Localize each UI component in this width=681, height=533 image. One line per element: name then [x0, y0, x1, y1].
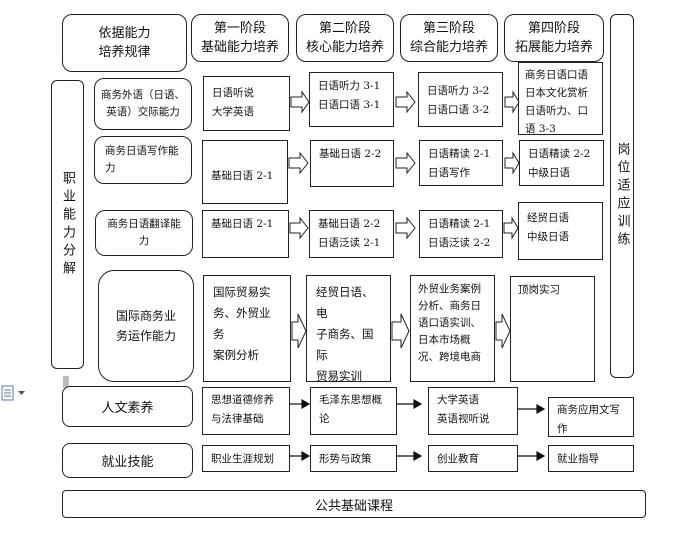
employment-label: 就业技能 [62, 443, 193, 478]
header-stage1-line1: 第一阶段 [213, 21, 266, 36]
course-box: 职业生涯规划 [202, 445, 290, 472]
course-box: 毛泽东思想概 论 [310, 387, 397, 435]
course-box: 基础日语 2-1 [202, 140, 288, 204]
header-stage2-line1: 第二阶段 [318, 21, 371, 36]
chevron-down-icon [18, 390, 25, 395]
header-stage4-line2: 拓展能力培养 [514, 40, 593, 55]
course-box: 国际贸易实 务、外贸业务 案例分析 [203, 275, 291, 382]
course-box: 基础日语 2-2 [310, 140, 394, 187]
course-box: 商务应用文写 作 [548, 397, 634, 437]
header-stage1: 第一阶段 基础能力培养 [191, 14, 289, 62]
course-box: 创业教育 [428, 445, 518, 472]
ability-name: 商务日语翻译能 力 [95, 210, 193, 256]
course-box: 日语精读 2-1 日语泛读 2-2 [419, 210, 503, 258]
course-box: 顶岗实习 [510, 276, 595, 382]
hollow-arrow-icon [289, 216, 309, 240]
hollow-arrow-icon [395, 216, 416, 240]
hollow-arrow-icon [288, 151, 309, 175]
selection-marker [63, 376, 69, 388]
course-box: 基础日语 2-2 日语泛读 2-1 [309, 210, 394, 258]
arrow-head-icon [536, 403, 546, 415]
header-stage3-line1: 第三阶段 [422, 21, 475, 36]
course-box: 日语听力 3-1 日语口语 3-1 [309, 72, 394, 127]
hollow-arrow-icon [504, 151, 520, 175]
course-box: 经贸日语 中级日语 [518, 202, 603, 260]
hollow-arrow-icon [290, 90, 310, 114]
course-box: 思想道德修养 与法律基础 [202, 387, 290, 435]
header-stage2-line2: 核心能力培养 [305, 40, 384, 55]
header-stage4-line1: 第四阶段 [527, 21, 580, 36]
course-box: 基础日语 2-1 [202, 210, 289, 258]
header-stage1-line2: 基础能力培养 [200, 40, 279, 55]
course-box: 大学英语 英语视听说 [428, 387, 518, 435]
public-courses-bar: 公共基础课程 [62, 490, 646, 518]
header-stage3: 第三阶段 综合能力培养 [400, 14, 498, 62]
header-stage4: 第四阶段 拓展能力培养 [504, 14, 604, 62]
job-adaptation-training: 岗位适应训练 [610, 14, 634, 378]
course-box: 日语精读 2-1 日语写作 [419, 140, 503, 186]
job-adaptation-label: 岗位适应训练 [614, 142, 630, 250]
occupational-ability-label: 职业能力分解 [60, 170, 75, 279]
hollow-arrow-icon [395, 90, 416, 114]
course-box: 就业指导 [548, 445, 634, 472]
ability-name: 商务日语写作能 力 [94, 136, 192, 184]
hollow-arrow-icon [391, 313, 410, 349]
course-box: 商务日语口语 日本文化赏析 日语听力、口 语 3-3 [518, 62, 603, 135]
document-icon [1, 385, 14, 401]
course-box: 外贸业务案例 分析、商务日 语口语实训、 日本市场概 况、跨境电商 [410, 275, 495, 382]
hollow-arrow-icon [395, 151, 416, 175]
course-box: 形势与政策 [310, 445, 397, 472]
ability-name-text: 国际商务业 务运作能力 [115, 309, 176, 343]
hollow-arrow-icon [291, 313, 307, 349]
arrow-head-icon [413, 450, 423, 462]
header-stage2: 第二阶段 核心能力培养 [296, 14, 394, 62]
arrow-head-icon [301, 450, 311, 462]
hollow-arrow-icon [495, 313, 511, 349]
occupational-ability-decomposition: 职业能力分解 [51, 80, 84, 369]
arrow-head-icon [413, 398, 423, 410]
ability-name: 国际商务业 务运作能力 [98, 270, 194, 382]
paste-options-button[interactable] [1, 384, 31, 402]
header-basis-line1: 依据能力 [98, 26, 151, 41]
ability-name: 商务外语（日语、 英语）交际能力 [94, 78, 192, 130]
header-stage3-line2: 综合能力培养 [409, 40, 488, 55]
hollow-arrow-icon [504, 90, 520, 114]
arrow-head-icon [536, 450, 546, 462]
course-box: 经贸日语、电 子商务、国际 贸易实训 [306, 275, 391, 383]
arrow-head-icon [301, 398, 311, 410]
course-box: 日语精读 2-2 中级日语 [519, 140, 604, 186]
course-box: 日语听力 3-2 日语口语 3-2 [418, 72, 503, 127]
course-box: 日语听说 大学英语 [203, 76, 290, 131]
header-basis: 依据能力 培养规律 [62, 14, 187, 72]
humanities-label: 人文素养 [62, 386, 193, 427]
hollow-arrow-icon [503, 216, 519, 240]
header-basis-line2: 培养规律 [98, 45, 151, 60]
